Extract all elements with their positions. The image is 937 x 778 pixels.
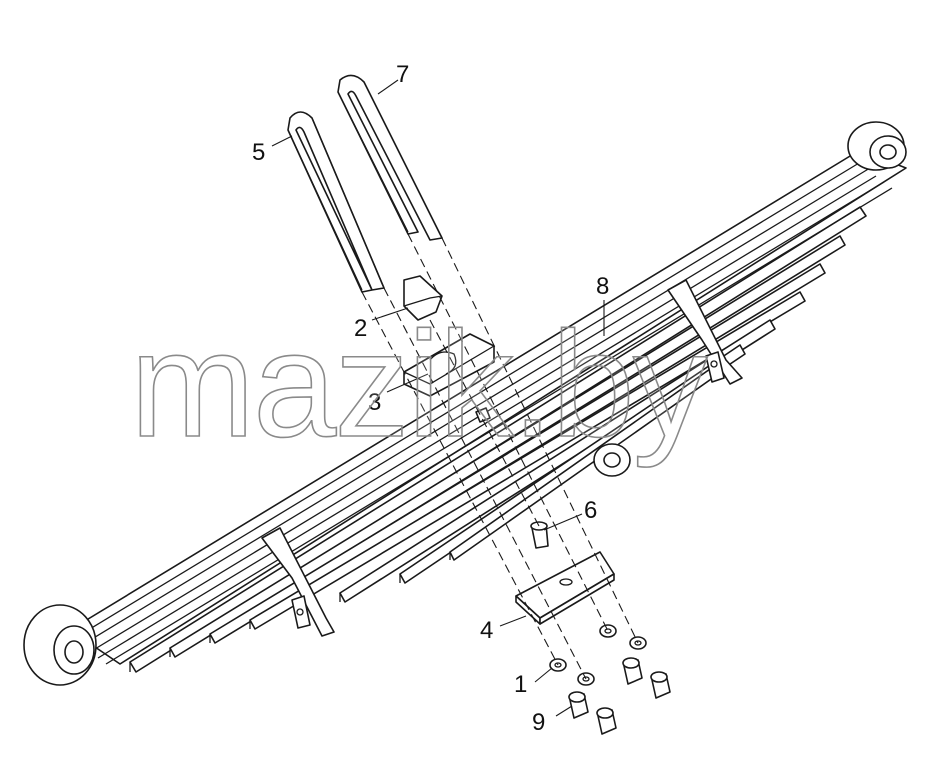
callout-7: 7 (396, 61, 409, 88)
watermark-text: mazik.by (130, 300, 708, 468)
callout-4: 4 (480, 617, 493, 644)
callout-3: 3 (368, 389, 381, 416)
pin-6 (530, 521, 549, 549)
assembly-lines (361, 233, 639, 680)
bracket-4 (515, 551, 615, 625)
callout-5: 5 (252, 139, 265, 166)
callout-2: 2 (354, 315, 367, 342)
spring-center-nut (475, 407, 491, 423)
u-bolt-7 (337, 74, 443, 241)
callout-9: 9 (532, 709, 545, 736)
u-bolt-5 (287, 111, 385, 293)
left-rebound-clip (261, 527, 335, 637)
lower-leaves (129, 206, 867, 673)
center-spring-eye (593, 443, 631, 477)
leaf-spring (23, 121, 907, 686)
callout-1: 1 (514, 671, 527, 698)
callout-8: 8 (596, 273, 609, 300)
callout-leaders (271, 79, 605, 717)
left-spring-eye (23, 604, 97, 686)
nuts-9 (568, 657, 671, 735)
pad-2 (403, 275, 443, 321)
callout-labels: 1 2 3 4 5 6 7 8 9 (252, 61, 609, 736)
callout-6: 6 (584, 497, 597, 524)
right-rebound-clip (667, 279, 743, 385)
right-spring-eye (847, 121, 907, 171)
